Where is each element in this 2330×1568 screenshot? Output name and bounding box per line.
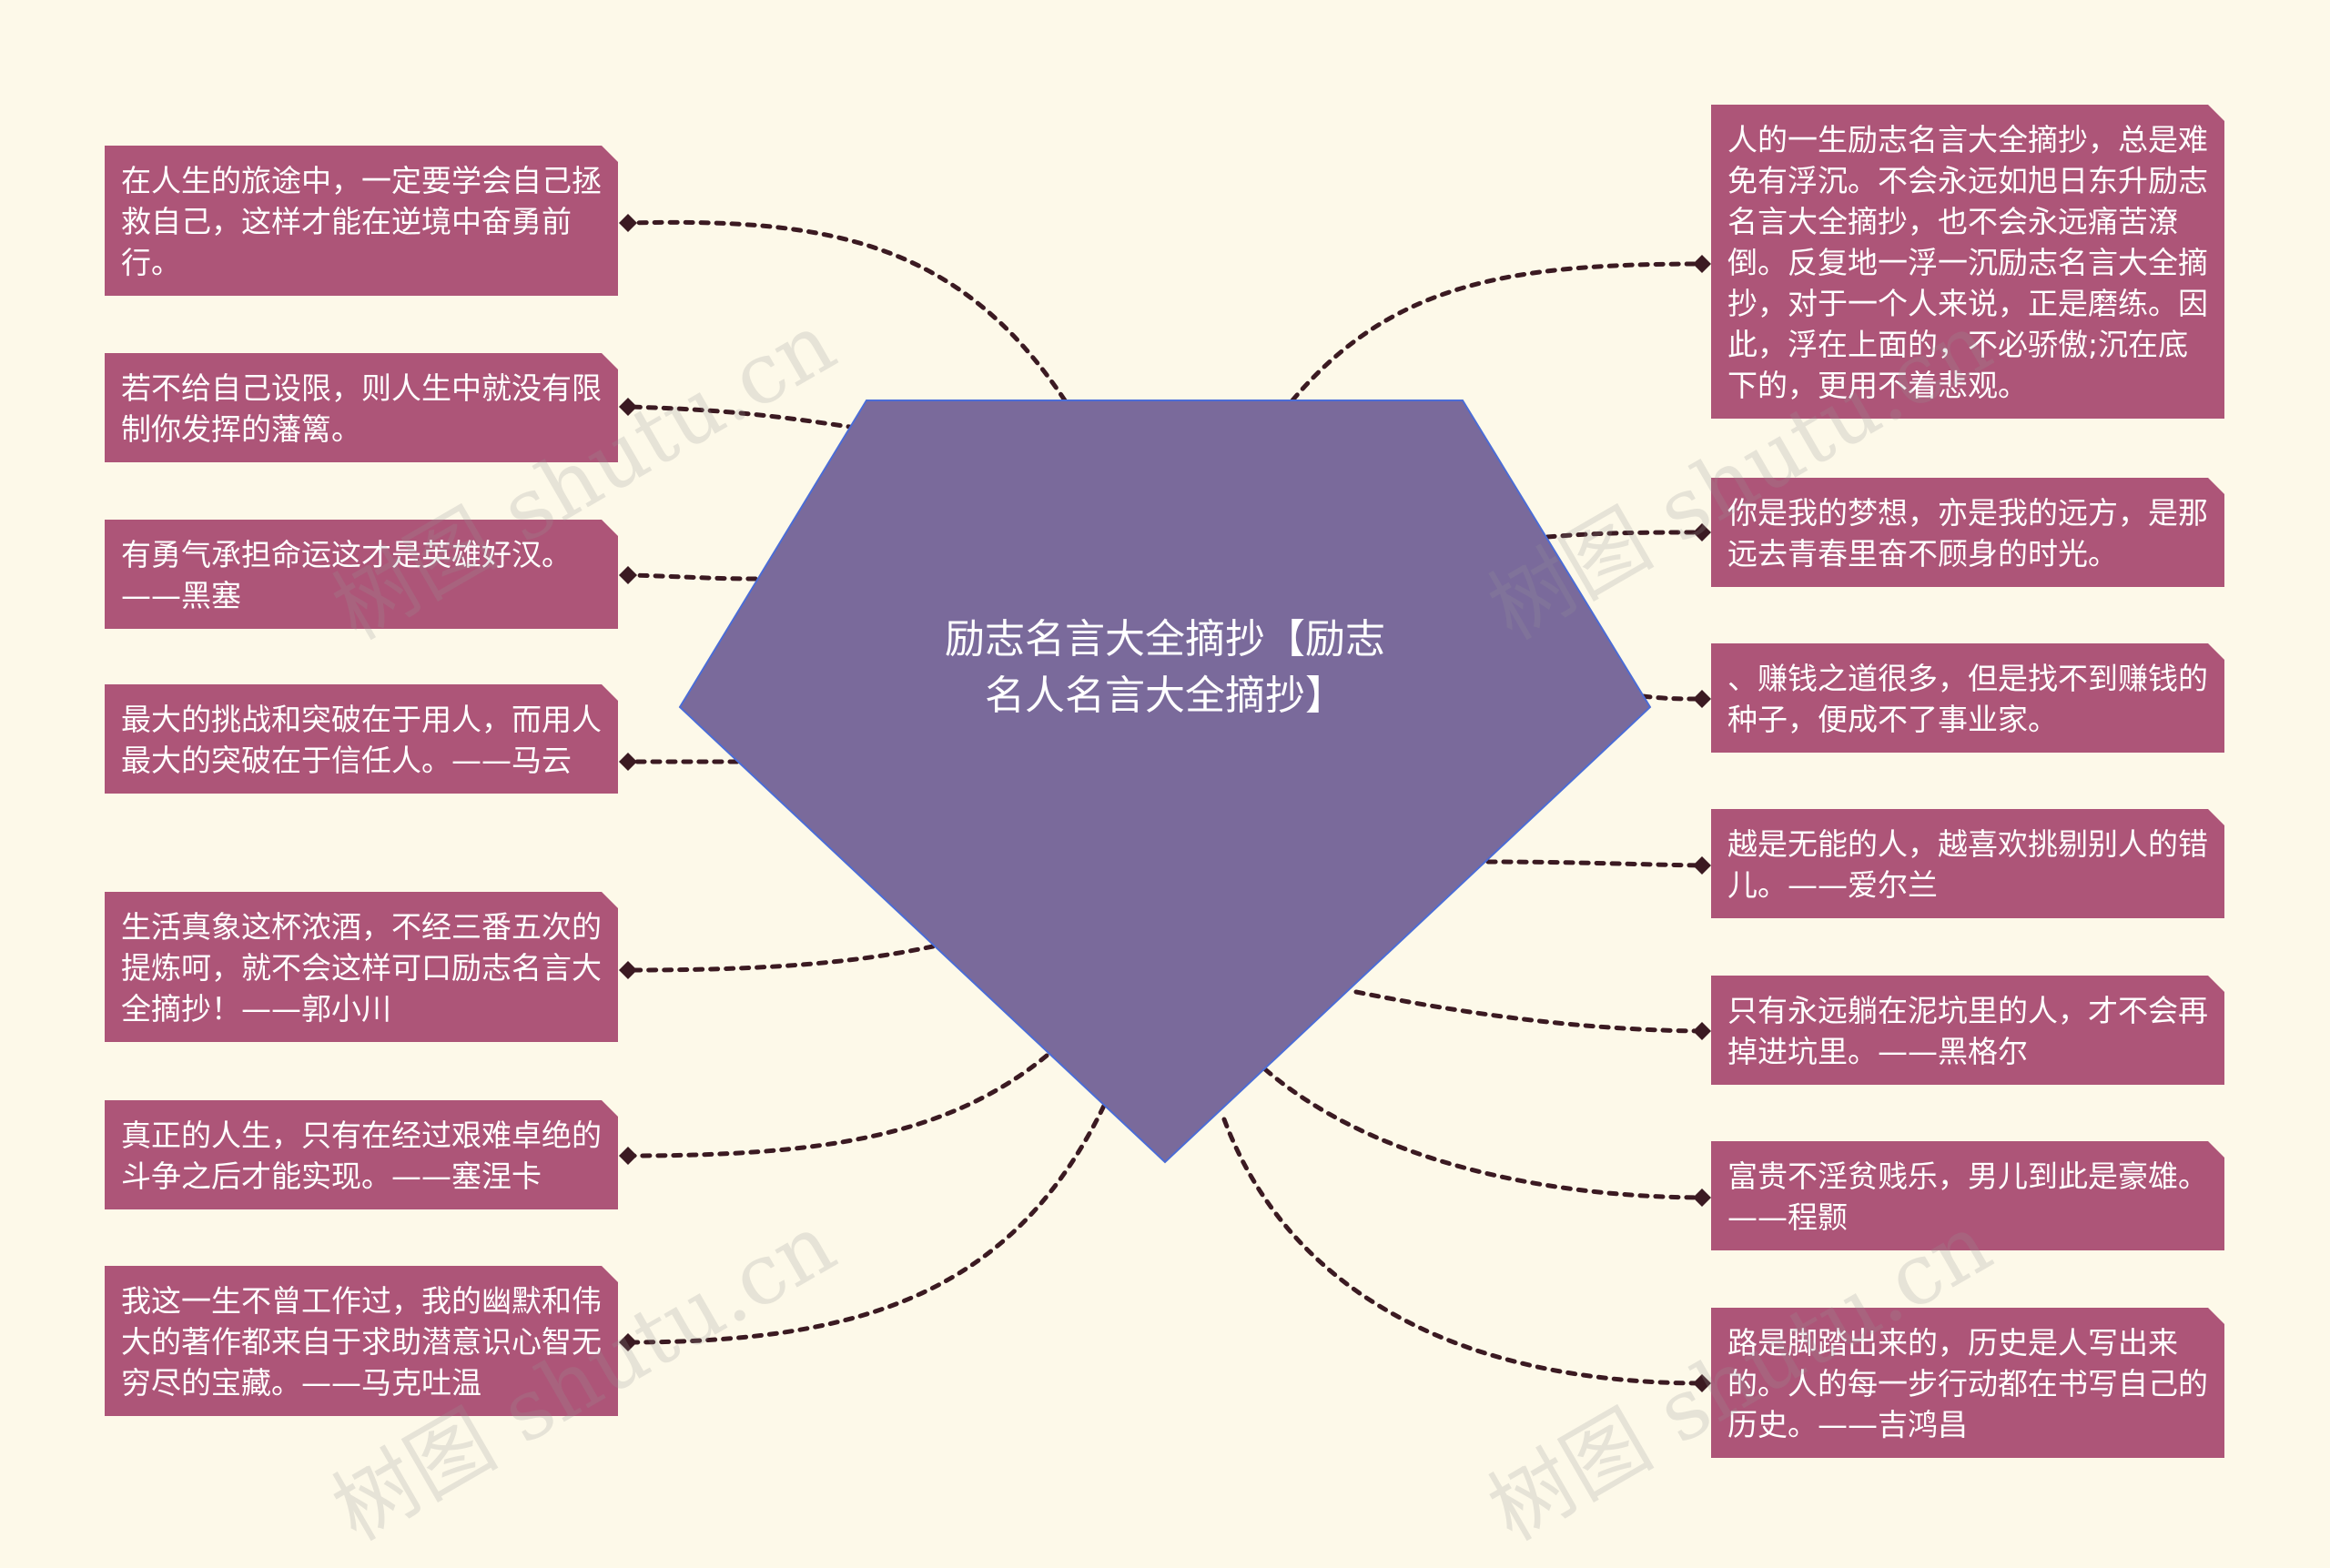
- connector-endpoint-diamond-8: [1693, 255, 1711, 273]
- connector-endpoint-diamond-11: [1693, 856, 1711, 875]
- right-node-7[interactable]: 路是脚踏出来的，历史是人写出来的。人的每一步行动都在书写自己的历史。——吉鸿昌: [1711, 1308, 2224, 1458]
- connector-right-7: [1221, 1117, 1705, 1386]
- connector-left-3: [625, 572, 758, 582]
- right-node-6[interactable]: 富贵不淫贫贱乐，男儿到此是豪雄。——程颢: [1711, 1141, 2224, 1250]
- left-node-3-text: 有勇气承担命运这才是英雄好汉。——黑塞: [121, 537, 572, 613]
- connector-left-1: [625, 219, 1068, 403]
- connector-endpoint-diamond-4: [619, 753, 637, 771]
- right-node-3-text: 、赚钱之道很多，但是找不到赚钱的种子，便成不了事业家。: [1727, 661, 2208, 737]
- left-connectors: [625, 219, 1113, 1345]
- central-topic-line-2: 名人名言大全摘抄】: [985, 673, 1345, 719]
- right-node-1-text: 人的一生励志名言大全摘抄，总是难免有浮沉。不会永远如旭日东升励志名言大全摘抄，也…: [1727, 122, 2208, 403]
- right-node-2[interactable]: 你是我的梦想，亦是我的远方，是那远去青春里奋不顾身的时光。: [1711, 478, 2224, 587]
- right-node-4[interactable]: 越是无能的人，越喜欢挑剔别人的错儿。——爱尔兰: [1711, 809, 2224, 918]
- connector-left-2: [625, 404, 858, 430]
- left-node-7-text: 我这一生不曾工作过，我的幽默和伟大的著作都来自于求助潜意识心智无穷尽的宝藏。——…: [121, 1283, 602, 1401]
- connector-endpoint-diamond-2: [619, 398, 637, 416]
- right-node-7-text: 路是脚踏出来的，历史是人写出来的。人的每一步行动都在书写自己的历史。——吉鸿昌: [1727, 1325, 2208, 1442]
- connector-right-3: [1640, 693, 1705, 702]
- connector-endpoints: [619, 214, 1711, 1392]
- connector-right-5: [1353, 989, 1705, 1034]
- left-node-1-text: 在人生的旅途中，一定要学会自己拯救自己，这样才能在逆境中奋勇前行。: [121, 163, 602, 280]
- connector-left-5: [625, 944, 936, 973]
- left-node-5-text: 生活真象这杯浓酒，不经三番五次的提炼呵，就不会这样可口励志名言大全摘抄！——郭小…: [121, 909, 602, 1027]
- central-topic-line-1: 励志名言大全摘抄【励志: [945, 616, 1385, 663]
- right-node-5[interactable]: 只有永远躺在泥坑里的人，才不会再掉进坑里。——黑格尔: [1711, 976, 2224, 1085]
- connector-endpoint-diamond-10: [1693, 690, 1711, 708]
- left-node-4-text: 最大的挑战和突破在于用人，而用人最大的突破在于信任人。——马云: [121, 702, 602, 778]
- left-node-6[interactable]: 真正的人生，只有在经过艰难卓绝的斗争之后才能实现。——塞涅卡: [105, 1100, 618, 1209]
- connector-right-2: [1545, 530, 1705, 540]
- connector-endpoint-diamond-7: [619, 1333, 637, 1351]
- left-node-5[interactable]: 生活真象这杯浓酒，不经三番五次的提炼呵，就不会这样可口励志名言大全摘抄！——郭小…: [105, 892, 618, 1042]
- right-node-2-text: 你是我的梦想，亦是我的远方，是那远去青春里奋不顾身的时光。: [1727, 495, 2208, 572]
- connector-endpoint-diamond-13: [1693, 1189, 1711, 1207]
- connector-endpoint-diamond-14: [1693, 1374, 1711, 1392]
- connector-endpoint-diamond-9: [1693, 523, 1711, 541]
- connector-left-7: [625, 1089, 1113, 1345]
- right-node-5-text: 只有永远躺在泥坑里的人，才不会再掉进坑里。——黑格尔: [1727, 993, 2208, 1069]
- right-node-1[interactable]: 人的一生励志名言大全摘抄，总是难免有浮沉。不会永远如旭日东升励志名言大全摘抄，也…: [1711, 105, 2224, 419]
- left-node-2-text: 若不给自己设限，则人生中就没有限制你发挥的藩篱。: [121, 370, 602, 447]
- connector-endpoint-diamond-12: [1693, 1022, 1711, 1040]
- left-node-6-text: 真正的人生，只有在经过艰难卓绝的斗争之后才能实现。——塞涅卡: [121, 1118, 602, 1194]
- connector-right-1: [1290, 261, 1705, 403]
- right-node-4-text: 越是无能的人，越喜欢挑剔别人的错儿。——爱尔兰: [1727, 826, 2208, 903]
- right-connectors: [1221, 261, 1705, 1386]
- left-node-7[interactable]: 我这一生不曾工作过，我的幽默和伟大的著作都来自于求助潜意识心智无穷尽的宝藏。——…: [105, 1266, 618, 1416]
- right-node-3[interactable]: 、赚钱之道很多，但是找不到赚钱的种子，便成不了事业家。: [1711, 643, 2224, 753]
- connector-right-4: [1485, 859, 1705, 868]
- left-node-2[interactable]: 若不给自己设限，则人生中就没有限制你发挥的藩篱。: [105, 353, 618, 462]
- connector-endpoint-diamond-3: [619, 566, 637, 584]
- right-node-6-text: 富贵不淫贫贱乐，男儿到此是豪雄。——程颢: [1727, 1158, 2208, 1235]
- left-node-1[interactable]: 在人生的旅途中，一定要学会自己拯救自己，这样才能在逆境中奋勇前行。: [105, 146, 618, 296]
- connector-right-6: [1262, 1067, 1705, 1200]
- connector-endpoint-diamond-5: [619, 961, 637, 979]
- connector-endpoint-diamond-1: [619, 214, 637, 232]
- connector-left-6: [625, 1053, 1049, 1158]
- central-topic-shape[interactable]: [678, 400, 1652, 1164]
- left-node-4[interactable]: 最大的挑战和突破在于用人，而用人最大的突破在于信任人。——马云: [105, 684, 618, 794]
- left-node-3[interactable]: 有勇气承担命运这才是英雄好汉。——黑塞: [105, 520, 618, 629]
- central-topic-label[interactable]: 励志名言大全摘抄【励志 名人名言大全摘抄】: [874, 612, 1456, 724]
- connector-endpoint-diamond-6: [619, 1147, 637, 1165]
